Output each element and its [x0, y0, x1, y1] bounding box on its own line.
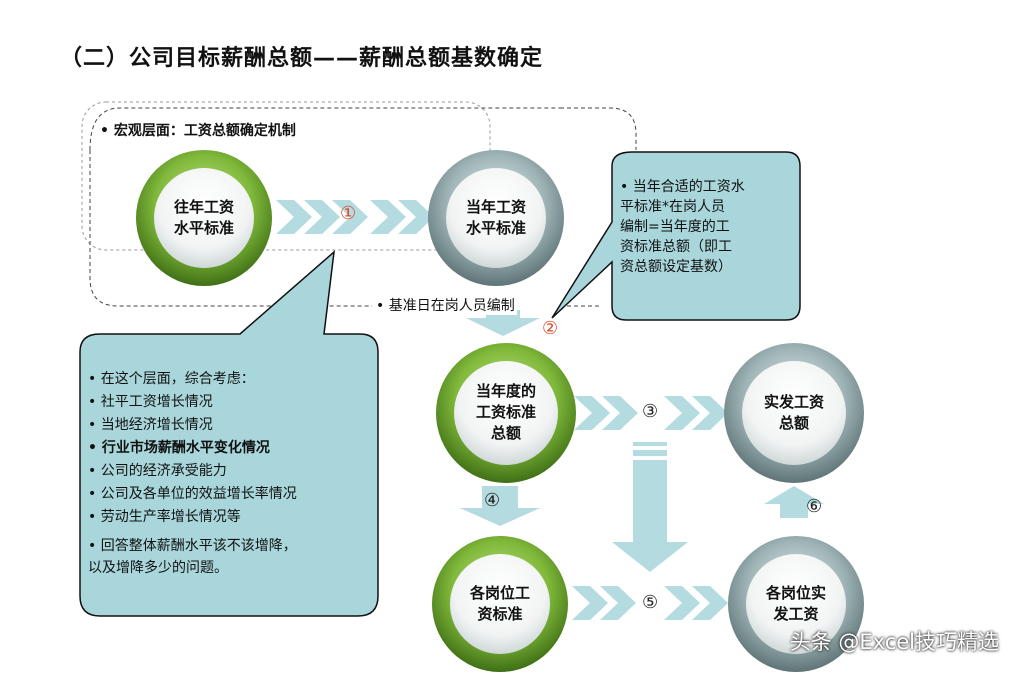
arrow-down-step4	[460, 486, 540, 526]
list-item: • 当地经济增长情况	[88, 417, 213, 433]
list-conclusion: • 回答整体薪酬水平该不该增降， 以及增降多少的问题。	[88, 538, 297, 576]
arrow-up-step6	[764, 486, 824, 518]
callout-left-bubble	[79, 250, 379, 617]
macro-outer-dashed-box-left	[89, 150, 372, 307]
step-5-marker: ⑤	[642, 592, 659, 613]
node-post-actual-label: 各岗位实 发工资	[765, 584, 826, 623]
list-item: • 行业市场薪酬水平变化情况	[88, 440, 270, 456]
chevrons-step1	[276, 200, 434, 234]
node-current-standard-ring	[428, 150, 564, 286]
node-past-standard-ring	[136, 150, 272, 286]
macro-outer-dashed-box-right	[560, 107, 637, 150]
callout-right-bubble	[551, 151, 801, 321]
node-actual-total-label: 实发工资 总额	[763, 393, 824, 432]
arrow-down-striped	[612, 442, 688, 572]
headcount-label: • 基准日在岗人员编制	[374, 295, 517, 315]
node-current-standard-label: 当年工资 水平标准	[465, 198, 526, 237]
arrow-down-step2	[466, 310, 540, 336]
list-item: • 社平工资增长情况	[88, 394, 213, 410]
callout-right-text: • 当年合适的工资水 平标准*在岗人员 编制=当年度的工 资标准总额（即工 资总…	[620, 179, 745, 275]
step-6-marker: ⑥	[806, 496, 823, 517]
step-4-marker: ④	[484, 490, 501, 511]
node-past-standard-label: 往年工资 水平标准	[173, 198, 234, 237]
step-2-marker: ②	[542, 318, 559, 339]
node-actual-total-ring	[724, 343, 864, 483]
callout-left-list: • 在这个层面，综合考虑： • 社平工资增长情况 • 当地经济增长情况 • 行业…	[88, 368, 297, 579]
list-item: • 在这个层面，综合考虑：	[88, 371, 255, 387]
node-post-standard-label: 各岗位工 资标准	[469, 584, 530, 623]
macro-inner-dashed-box	[81, 101, 491, 251]
list-item: • 公司及各单位的效益增长率情况	[88, 486, 297, 502]
chevrons-step5	[572, 586, 728, 620]
watermark: 头条 @Excel技巧精选	[789, 630, 999, 654]
node-post-standard-ring	[432, 536, 568, 672]
macro-outer-dashed-box-top	[89, 107, 560, 151]
node-post-actual-ring	[728, 536, 864, 672]
node-annual-total-label: 当年度的 工资标准 总额	[475, 382, 536, 442]
step-3-marker: ③	[642, 401, 659, 422]
step-1-marker: ①	[340, 203, 357, 224]
node-annual-total-ring	[436, 343, 576, 483]
list-item: • 公司的经济承受能力	[88, 463, 227, 479]
page-title: （二）公司目标薪酬总额——薪酬总额基数确定	[60, 46, 544, 71]
chevrons-step3	[574, 396, 728, 430]
macro-level-label: • 宏观层面：工资总额确定机制	[100, 123, 296, 139]
list-item: • 劳动生产率增长情况等	[88, 509, 241, 525]
